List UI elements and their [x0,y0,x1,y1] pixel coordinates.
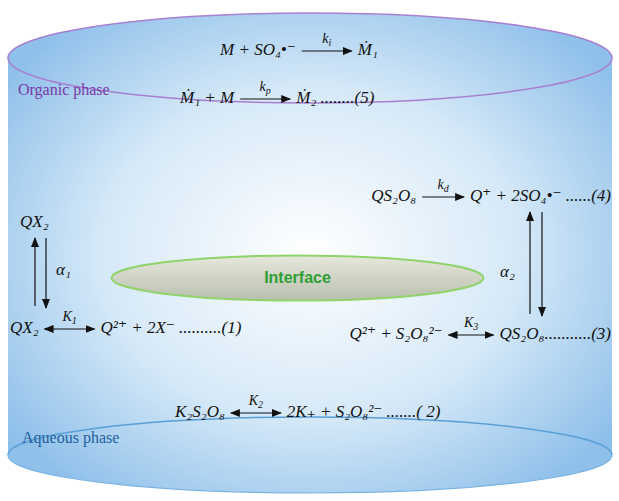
aqueous-bottom [8,417,612,455]
cylinder-body [8,13,612,493]
transfer-coefficient: α₂ [500,262,515,282]
reaction-species: QS₂O₈ [371,186,416,206]
transfer-arrow [45,238,46,308]
transfer-arrow [541,212,542,316]
reaction-species: QX₂ [10,318,39,338]
rate-constant-symbol: K [249,393,258,408]
rate-constant-subscript: p [266,85,271,96]
reaction-species: K₂S₂O₈ [175,402,225,422]
reaction-species: 2K₊ + S₂O₈²⁻ .......( 2) [287,402,441,422]
rate-constant-symbol: k [260,79,266,94]
species-label: QX₂ [20,212,49,232]
rate-constant-symbol: K [62,309,71,324]
aqueous-bottom-front [8,455,612,493]
rate-constant-subscript: i [328,37,331,48]
reaction-species: Ṁ₁ + M [180,88,234,108]
rate-constant-subscript: d [444,183,449,194]
reaction-species: Q⁺ + 2SO₄•⁻ ......(4) [470,186,611,206]
rate-constant: K1 [62,309,76,329]
rate-constant-subscript: 2 [258,399,263,410]
reaction-species: Ṁ₁ [358,40,378,60]
reaction-species: QS₂O₈...........(3) [500,324,611,344]
phase-label: Aqueous phase [22,428,119,448]
phase-label: Organic phase [18,80,110,100]
reaction-arrow [422,196,464,197]
rate-constant: kd [437,177,448,197]
rate-constant: ki [322,31,331,51]
rate-constant: K3 [464,315,478,335]
transfer-arrow [34,238,35,306]
rate-constant-subscript: 3 [473,321,478,332]
rate-constant-subscript: 1 [72,315,77,326]
reaction-arrow [302,50,352,51]
equilibrium-arrow [449,334,494,335]
reaction-arrow [240,98,290,99]
rate-constant-symbol: k [322,31,328,46]
rate-constant-symbol: K [464,315,473,330]
transfer-arrow [529,212,530,314]
rate-constant-symbol: k [437,177,443,192]
interface-label: Interface [110,254,485,302]
reaction-species: Q²⁺ + 2X⁻ ..........(1) [101,318,242,338]
equilibrium-arrow [231,412,281,413]
reaction-species: M + SO₄•⁻ [220,40,296,60]
interface-ellipse: Interface [110,254,485,302]
rate-constant: K2 [249,393,263,413]
reaction-species: Q²⁺ + S₂O₈²⁻ [350,324,443,344]
transfer-coefficient: α₁ [56,260,71,280]
rate-constant: kp [260,79,271,99]
reaction-species: Ṁ₂ ........(5) [296,88,374,108]
equilibrium-arrow [45,328,95,329]
